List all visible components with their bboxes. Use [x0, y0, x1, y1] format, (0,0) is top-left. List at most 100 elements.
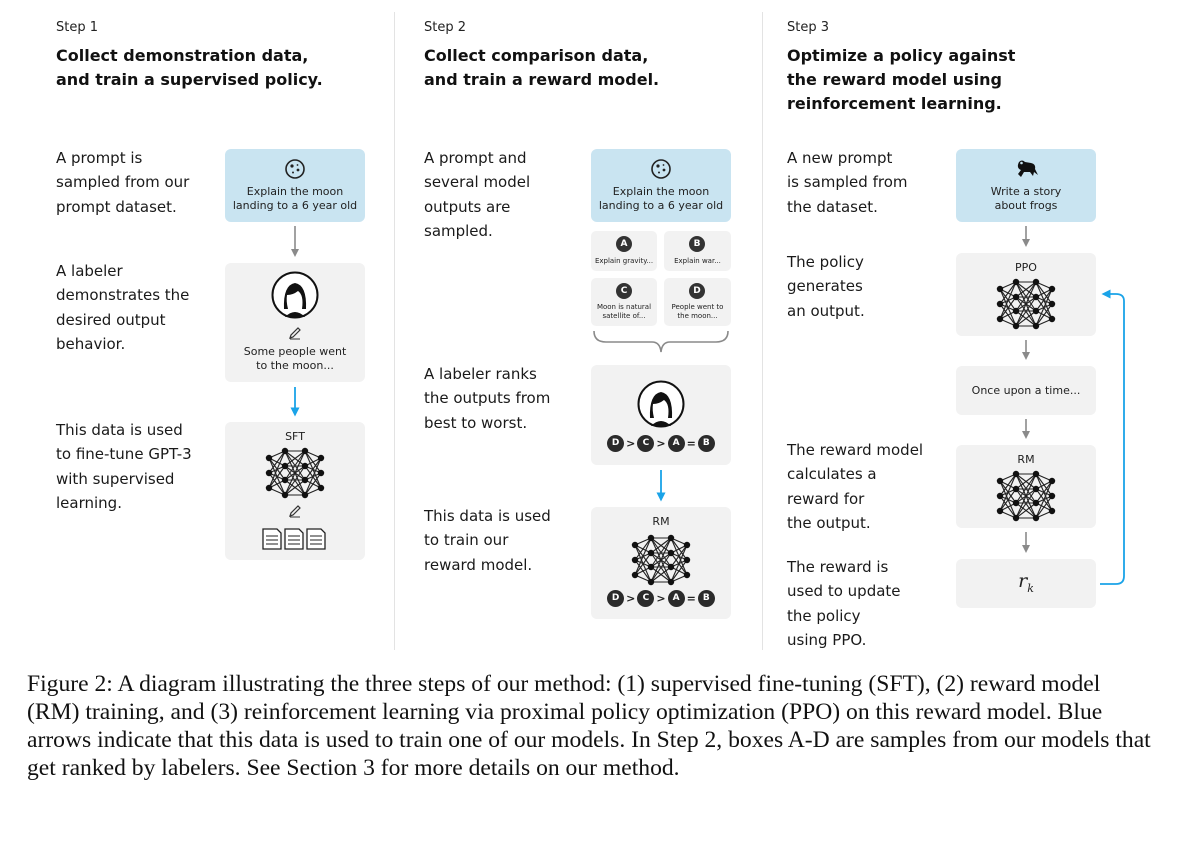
network-node — [1032, 293, 1040, 301]
network-edge — [284, 479, 306, 496]
network-node — [301, 491, 309, 499]
network-node — [1012, 485, 1020, 493]
step3-desc-update: The reward is used to update the policy … — [787, 558, 901, 649]
network-node — [996, 507, 1004, 515]
network-edge — [999, 296, 1017, 320]
network-node — [631, 556, 639, 564]
step3-prompt-box: Write a story about frogs — [956, 149, 1096, 222]
step3-ppo-policy-box: PPO — [956, 253, 1096, 336]
network-edge — [650, 552, 672, 583]
rm-model-label: RM — [652, 515, 670, 528]
network-node — [1032, 322, 1040, 330]
network-node — [281, 447, 289, 455]
network-node — [281, 491, 289, 499]
network-node — [683, 571, 691, 579]
moon-icon — [651, 159, 671, 179]
network-edge — [268, 465, 286, 489]
network-edge — [999, 281, 1017, 305]
network-edge — [670, 544, 688, 568]
network-node — [667, 549, 675, 557]
network-node — [301, 447, 309, 455]
network-node — [301, 462, 309, 470]
network-node — [1032, 470, 1040, 478]
step1-desc-finetune: This data is used to fine-tune GPT-3 wit… — [56, 421, 192, 512]
moon-icon — [285, 159, 305, 179]
step3-desc-policy: The policy generates an output. — [787, 253, 865, 320]
ppo-model-label: PPO — [1015, 261, 1037, 274]
sample-brace — [593, 330, 729, 353]
network-node — [281, 476, 289, 484]
step3-desc-prompt: A new prompt is sampled from the dataset… — [787, 149, 908, 216]
network-edge — [304, 472, 322, 496]
network-edge — [650, 537, 672, 554]
network-node — [1012, 278, 1020, 286]
step2-desc-train: This data is used to train our reward mo… — [424, 507, 551, 574]
step3-reward-box: rk — [956, 559, 1096, 608]
network-node — [647, 578, 655, 586]
step1-label: Step 1 — [56, 20, 99, 35]
neural-network-icon — [996, 278, 1056, 330]
network-node — [317, 484, 325, 492]
network-node — [265, 454, 273, 462]
step1-title: Collect demonstration data, and train a … — [56, 46, 323, 89]
network-edge — [1015, 488, 1037, 519]
step2-ranking-box: D>C>A=B — [591, 365, 731, 465]
network-node — [996, 285, 1004, 293]
ranking-order: D>C>A=B — [591, 590, 731, 607]
network-node — [996, 315, 1004, 323]
network-edge — [999, 281, 1017, 320]
network-edge — [1015, 281, 1037, 312]
network-node — [667, 578, 675, 586]
network-node — [996, 477, 1004, 485]
step2-label: Step 2 — [424, 20, 467, 35]
network-edge — [1015, 473, 1037, 490]
network-edge — [634, 552, 652, 576]
network-node — [265, 469, 273, 477]
ranking-order: D>C>A=B — [591, 435, 731, 452]
step3-title: Optimize a policy against the reward mod… — [787, 46, 1016, 113]
blue-feedback-arrow — [1100, 289, 1125, 585]
network-edge — [1035, 495, 1053, 519]
network-edge — [284, 450, 306, 467]
step1-sft-model-box: SFT — [225, 422, 365, 560]
pencil-icon — [289, 327, 301, 340]
network-node — [1048, 507, 1056, 515]
column-divider — [394, 12, 395, 650]
rm-model-label: RM — [1017, 453, 1035, 466]
network-edge — [634, 537, 652, 576]
pencil-icon — [289, 505, 301, 518]
network-node — [667, 534, 675, 542]
network-edge — [1035, 480, 1053, 519]
frog-icon — [1017, 160, 1038, 177]
sft-model-label: SFT — [285, 430, 305, 443]
network-node — [667, 563, 675, 571]
network-edge — [650, 537, 672, 568]
network-edge — [1035, 288, 1053, 312]
network-edge — [284, 450, 306, 496]
network-node — [647, 534, 655, 542]
network-node — [1048, 477, 1056, 485]
neural-network-icon — [996, 470, 1056, 522]
network-node — [265, 484, 273, 492]
step1-demonstration-box: Some people went to the moon... — [225, 263, 365, 382]
step2-prompt-box: Explain the moon landing to a 6 year old — [591, 149, 731, 222]
figure-caption: Figure 2: A diagram illustrating the thr… — [27, 671, 1151, 781]
step2-title: Collect comparison data, and train a rew… — [424, 46, 660, 89]
step2-desc-rank: A labeler ranks the outputs from best to… — [424, 365, 551, 432]
step3-output-box: Once upon a time... — [956, 366, 1096, 415]
network-node — [1032, 485, 1040, 493]
network-edge — [1015, 473, 1037, 519]
network-edge — [268, 450, 286, 474]
network-edge — [634, 537, 652, 561]
network-edge — [1035, 288, 1053, 327]
network-node — [1048, 315, 1056, 323]
network-node — [631, 571, 639, 579]
network-node — [1032, 307, 1040, 315]
neural-network-icon — [265, 447, 325, 499]
network-node — [1048, 285, 1056, 293]
network-node — [1032, 514, 1040, 522]
network-edge — [999, 488, 1017, 512]
flow-arrows — [290, 226, 1125, 585]
sample-box-b: B Explain war... — [664, 231, 731, 271]
document-icon — [262, 528, 326, 550]
